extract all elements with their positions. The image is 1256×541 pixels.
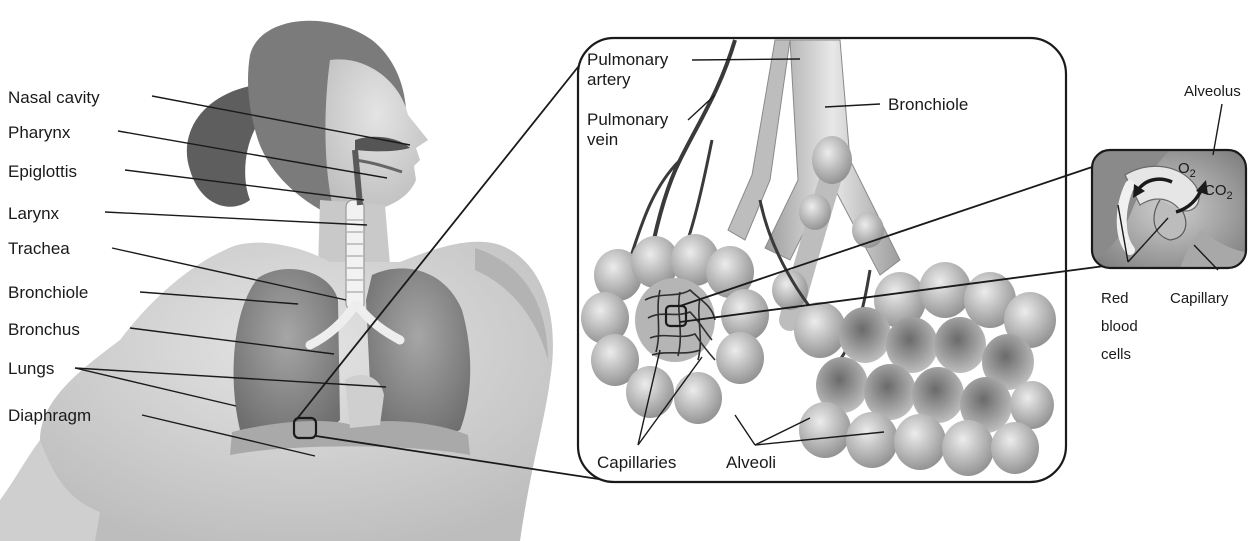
label-pharynx: Pharynx (8, 123, 71, 142)
label-alveoli: Alveoli (726, 453, 776, 472)
label-alveolus: Alveolus (1184, 83, 1241, 100)
label-rbc-1: Red (1101, 290, 1129, 307)
alveolus-detail: Alveolus O2 CO2 Red blood cells Capillar… (1092, 83, 1246, 363)
label-rbc-2: blood (1101, 318, 1138, 335)
label-bronchiole-inset: Bronchiole (888, 95, 968, 114)
label-trachea: Trachea (8, 239, 70, 258)
label-pulmonary-vein-1: Pulmonary (587, 110, 669, 129)
label-capillaries: Capillaries (597, 453, 676, 472)
label-diaphragm: Diaphragm (8, 406, 91, 425)
label-rbc-3: cells (1101, 346, 1131, 363)
label-bronchus: Bronchus (8, 320, 80, 339)
label-pulmonary-artery-1: Pulmonary (587, 50, 669, 69)
label-bronchiole-body: Bronchiole (8, 283, 88, 302)
alveoli-inset: Pulmonary artery Pulmonary vein Bronchio… (578, 38, 1066, 482)
label-pulmonary-vein-2: vein (587, 130, 618, 149)
label-pulmonary-artery-2: artery (587, 70, 631, 89)
label-lungs: Lungs (8, 359, 54, 378)
label-nasal-cavity: Nasal cavity (8, 88, 100, 107)
label-capillary: Capillary (1170, 290, 1229, 307)
label-larynx: Larynx (8, 204, 60, 223)
label-epiglottis: Epiglottis (8, 162, 77, 181)
